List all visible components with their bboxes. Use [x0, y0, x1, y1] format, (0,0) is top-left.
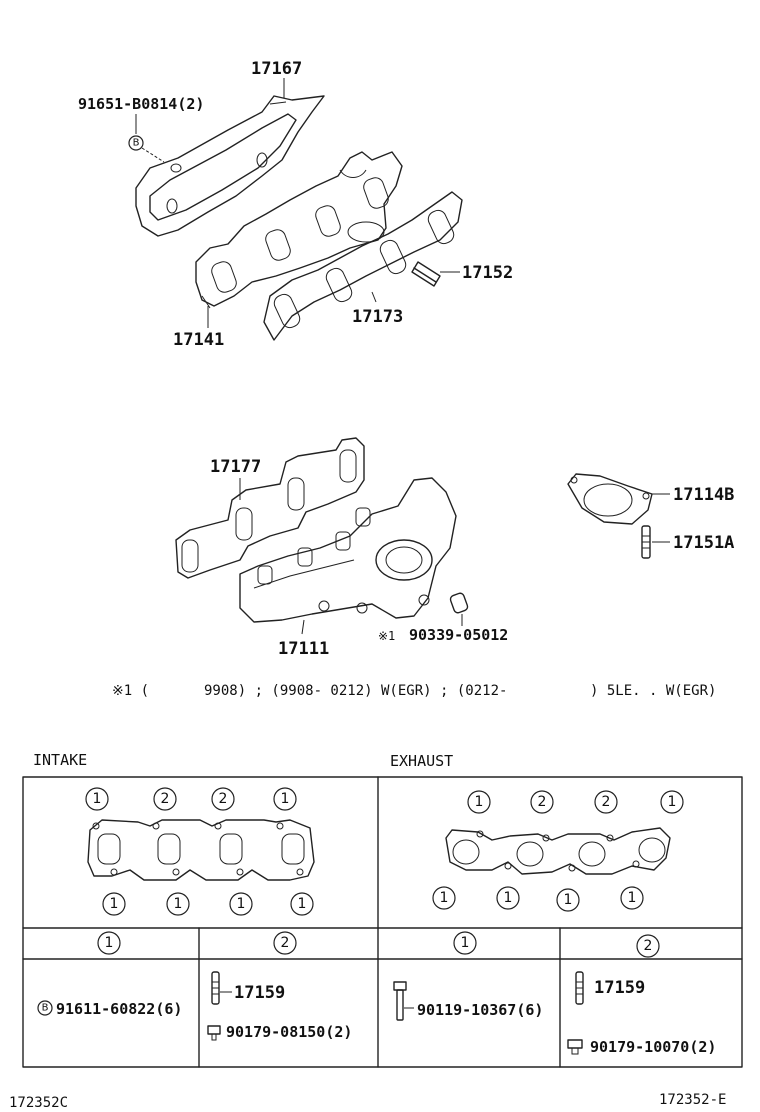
exhaust-gasket-drawing — [175, 437, 365, 579]
label-17167: 17167 — [251, 59, 302, 79]
exhaust-table-gasket — [445, 827, 671, 875]
part-91611-60822: 91611-60822(6) — [56, 1000, 182, 1018]
label-90339-05012: 90339-05012 — [409, 626, 508, 644]
marker-1: 1 — [237, 896, 246, 912]
col-header-2: 2 — [644, 938, 653, 954]
label-17111: 17111 — [278, 639, 329, 659]
label-17173: 17173 — [352, 307, 403, 327]
pin-drawing — [449, 592, 469, 614]
marker-1: 1 — [504, 890, 513, 906]
nut-icon — [207, 1025, 221, 1041]
outlet-gasket-drawing — [567, 473, 653, 525]
stud-icon — [575, 971, 584, 1005]
col-header-1: 1 — [461, 935, 470, 951]
part-17159-intake: 17159 — [234, 983, 285, 1003]
label-17177: 17177 — [210, 457, 261, 477]
b-mark-label: B — [133, 138, 140, 149]
intake-gasket-drawing — [263, 191, 463, 341]
heat-insulator-drawing — [135, 95, 325, 237]
exhaust-position-markers: 1 2 2 1 1 1 1 1 — [432, 790, 684, 912]
marker-2: 2 — [161, 791, 170, 807]
marker-1: 1 — [281, 791, 290, 807]
b-mark-circle-table — [37, 1000, 53, 1016]
marker-1: 1 — [475, 794, 484, 810]
marker-2: 2 — [602, 794, 611, 810]
label-17114B: 17114B — [673, 485, 734, 505]
intake-header: INTAKE — [33, 751, 87, 769]
column-headers: 1 2 1 2 — [97, 931, 660, 958]
marker-2: 2 — [538, 794, 547, 810]
intake-table-gasket — [87, 819, 315, 881]
intake-position-markers: 1 2 2 1 1 1 1 1 — [85, 787, 314, 916]
marker-1: 1 — [668, 794, 677, 810]
stud-17151A-drawing — [641, 525, 651, 559]
footnote-body: 9908) ; (9908- 0212) W(EGR) ; (0212- — [204, 683, 507, 699]
torque-table — [22, 776, 743, 1068]
col-header-1: 1 — [105, 935, 114, 951]
code-right: 172352-E — [659, 1092, 726, 1108]
nut-icon — [567, 1039, 583, 1055]
part-17159-exhaust: 17159 — [594, 978, 645, 998]
asterisk-mark: ※1 — [378, 629, 395, 643]
col-header-2: 2 — [281, 935, 290, 951]
label-17152: 17152 — [462, 263, 513, 283]
exhaust-manifold-drawing — [239, 477, 457, 623]
marker-1: 1 — [174, 896, 183, 912]
part-90179-10070: 90179-10070(2) — [590, 1038, 716, 1056]
marker-1: 1 — [298, 896, 307, 912]
stud-icon — [211, 971, 220, 1005]
footnote-mark: ※1 ( — [112, 683, 149, 699]
label-17141: 17141 — [173, 330, 224, 350]
code-left: 172352C — [9, 1095, 68, 1111]
marker-2: 2 — [219, 791, 228, 807]
b-mark-table: B — [42, 1003, 49, 1014]
b-mark-circle — [128, 135, 144, 151]
marker-1: 1 — [110, 896, 119, 912]
marker-1: 1 — [628, 890, 637, 906]
part-90119-10367: 90119-10367(6) — [417, 1001, 543, 1019]
intake-manifold-drawing — [195, 151, 403, 309]
label-91651-B0814: 91651-B0814(2) — [78, 95, 204, 113]
marker-1: 1 — [440, 890, 449, 906]
marker-1: 1 — [564, 892, 573, 908]
bolt-icon — [393, 981, 407, 1021]
label-17151A: 17151A — [673, 533, 734, 553]
exhaust-header: EXHAUST — [390, 752, 453, 770]
part-90179-08150: 90179-08150(2) — [226, 1023, 352, 1041]
marker-1: 1 — [93, 791, 102, 807]
stud-17152-drawing — [411, 261, 441, 287]
footnote-end: ) 5LE. . W(EGR) — [590, 683, 716, 699]
